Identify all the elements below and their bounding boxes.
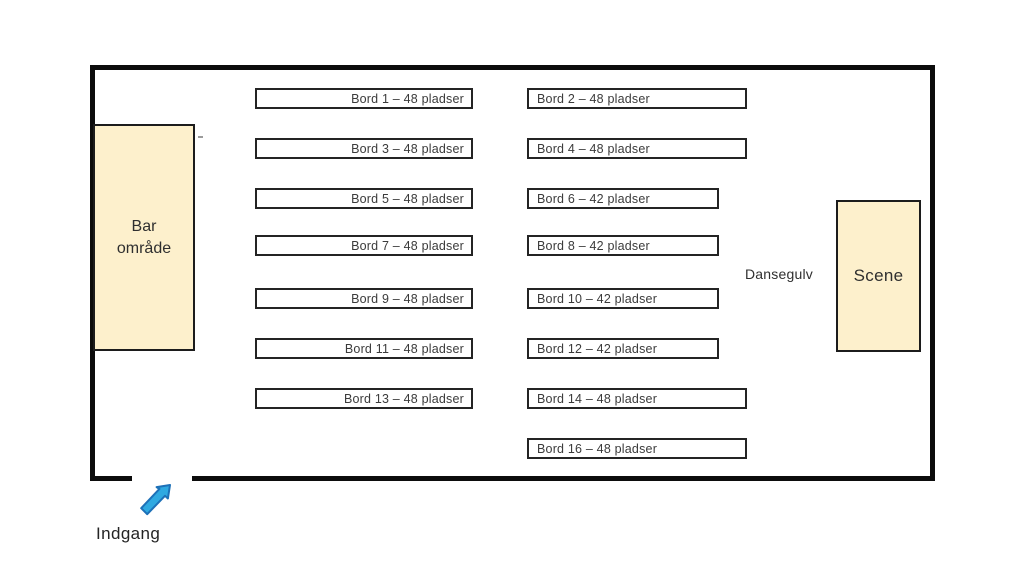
table-bord-5: Bord 5 – 48 pladser <box>255 188 473 209</box>
table-bord-11: Bord 11 – 48 pladser <box>255 338 473 359</box>
table-label: Bord 7 – 48 pladser <box>351 238 464 253</box>
table-bord-1: Bord 1 – 48 pladser <box>255 88 473 109</box>
table-bord-3: Bord 3 – 48 pladser <box>255 138 473 159</box>
table-label: Bord 4 – 48 pladser <box>537 141 650 156</box>
room-outline <box>90 65 935 481</box>
entrance-label: Indgang <box>96 524 161 543</box>
table-label: Bord 16 – 48 pladser <box>537 441 658 456</box>
dance-floor-label: Dansegulv <box>745 266 813 282</box>
table-bord-9: Bord 9 – 48 pladser <box>255 288 473 309</box>
bar-area: Bar område <box>93 124 195 351</box>
table-label: Bord 13 – 48 pladser <box>343 391 464 406</box>
entrance-gap <box>132 472 192 483</box>
table-bord-12: Bord 12 – 42 pladser <box>527 338 719 359</box>
table-label: Bord 2 – 48 pladser <box>537 91 650 106</box>
table-label: Bord 5 – 48 pladser <box>351 191 464 206</box>
table-bord-7: Bord 7 – 48 pladser <box>255 235 473 256</box>
wall-tick <box>198 136 203 138</box>
stage-area: Scene <box>836 200 921 352</box>
table-bord-10: Bord 10 – 42 pladser <box>527 288 719 309</box>
table-label: Bord 3 – 48 pladser <box>351 141 464 156</box>
table-bord-6: Bord 6 – 42 pladser <box>527 188 719 209</box>
entrance-arrow-icon <box>140 484 171 516</box>
table-bord-8: Bord 8 – 42 pladser <box>527 235 719 256</box>
stage-label: Scene <box>853 266 904 285</box>
table-label: Bord 1 – 48 pladser <box>351 91 464 106</box>
table-label: Bord 9 – 48 pladser <box>351 291 464 306</box>
bar-area-label: Bar område <box>116 217 172 257</box>
table-bord-2: Bord 2 – 48 pladser <box>527 88 747 109</box>
table-bord-13: Bord 13 – 48 pladser <box>255 388 473 409</box>
table-bord-16: Bord 16 – 48 pladser <box>527 438 747 459</box>
table-bord-14: Bord 14 – 48 pladser <box>527 388 747 409</box>
table-label: Bord 8 – 42 pladser <box>537 238 650 253</box>
table-bord-4: Bord 4 – 48 pladser <box>527 138 747 159</box>
table-label: Bord 10 – 42 pladser <box>537 291 658 306</box>
table-label: Bord 12 – 42 pladser <box>537 341 658 356</box>
table-label: Bord 14 – 48 pladser <box>537 391 658 406</box>
table-label: Bord 11 – 48 pladser <box>344 341 464 356</box>
table-label: Bord 6 – 42 pladser <box>537 191 650 206</box>
